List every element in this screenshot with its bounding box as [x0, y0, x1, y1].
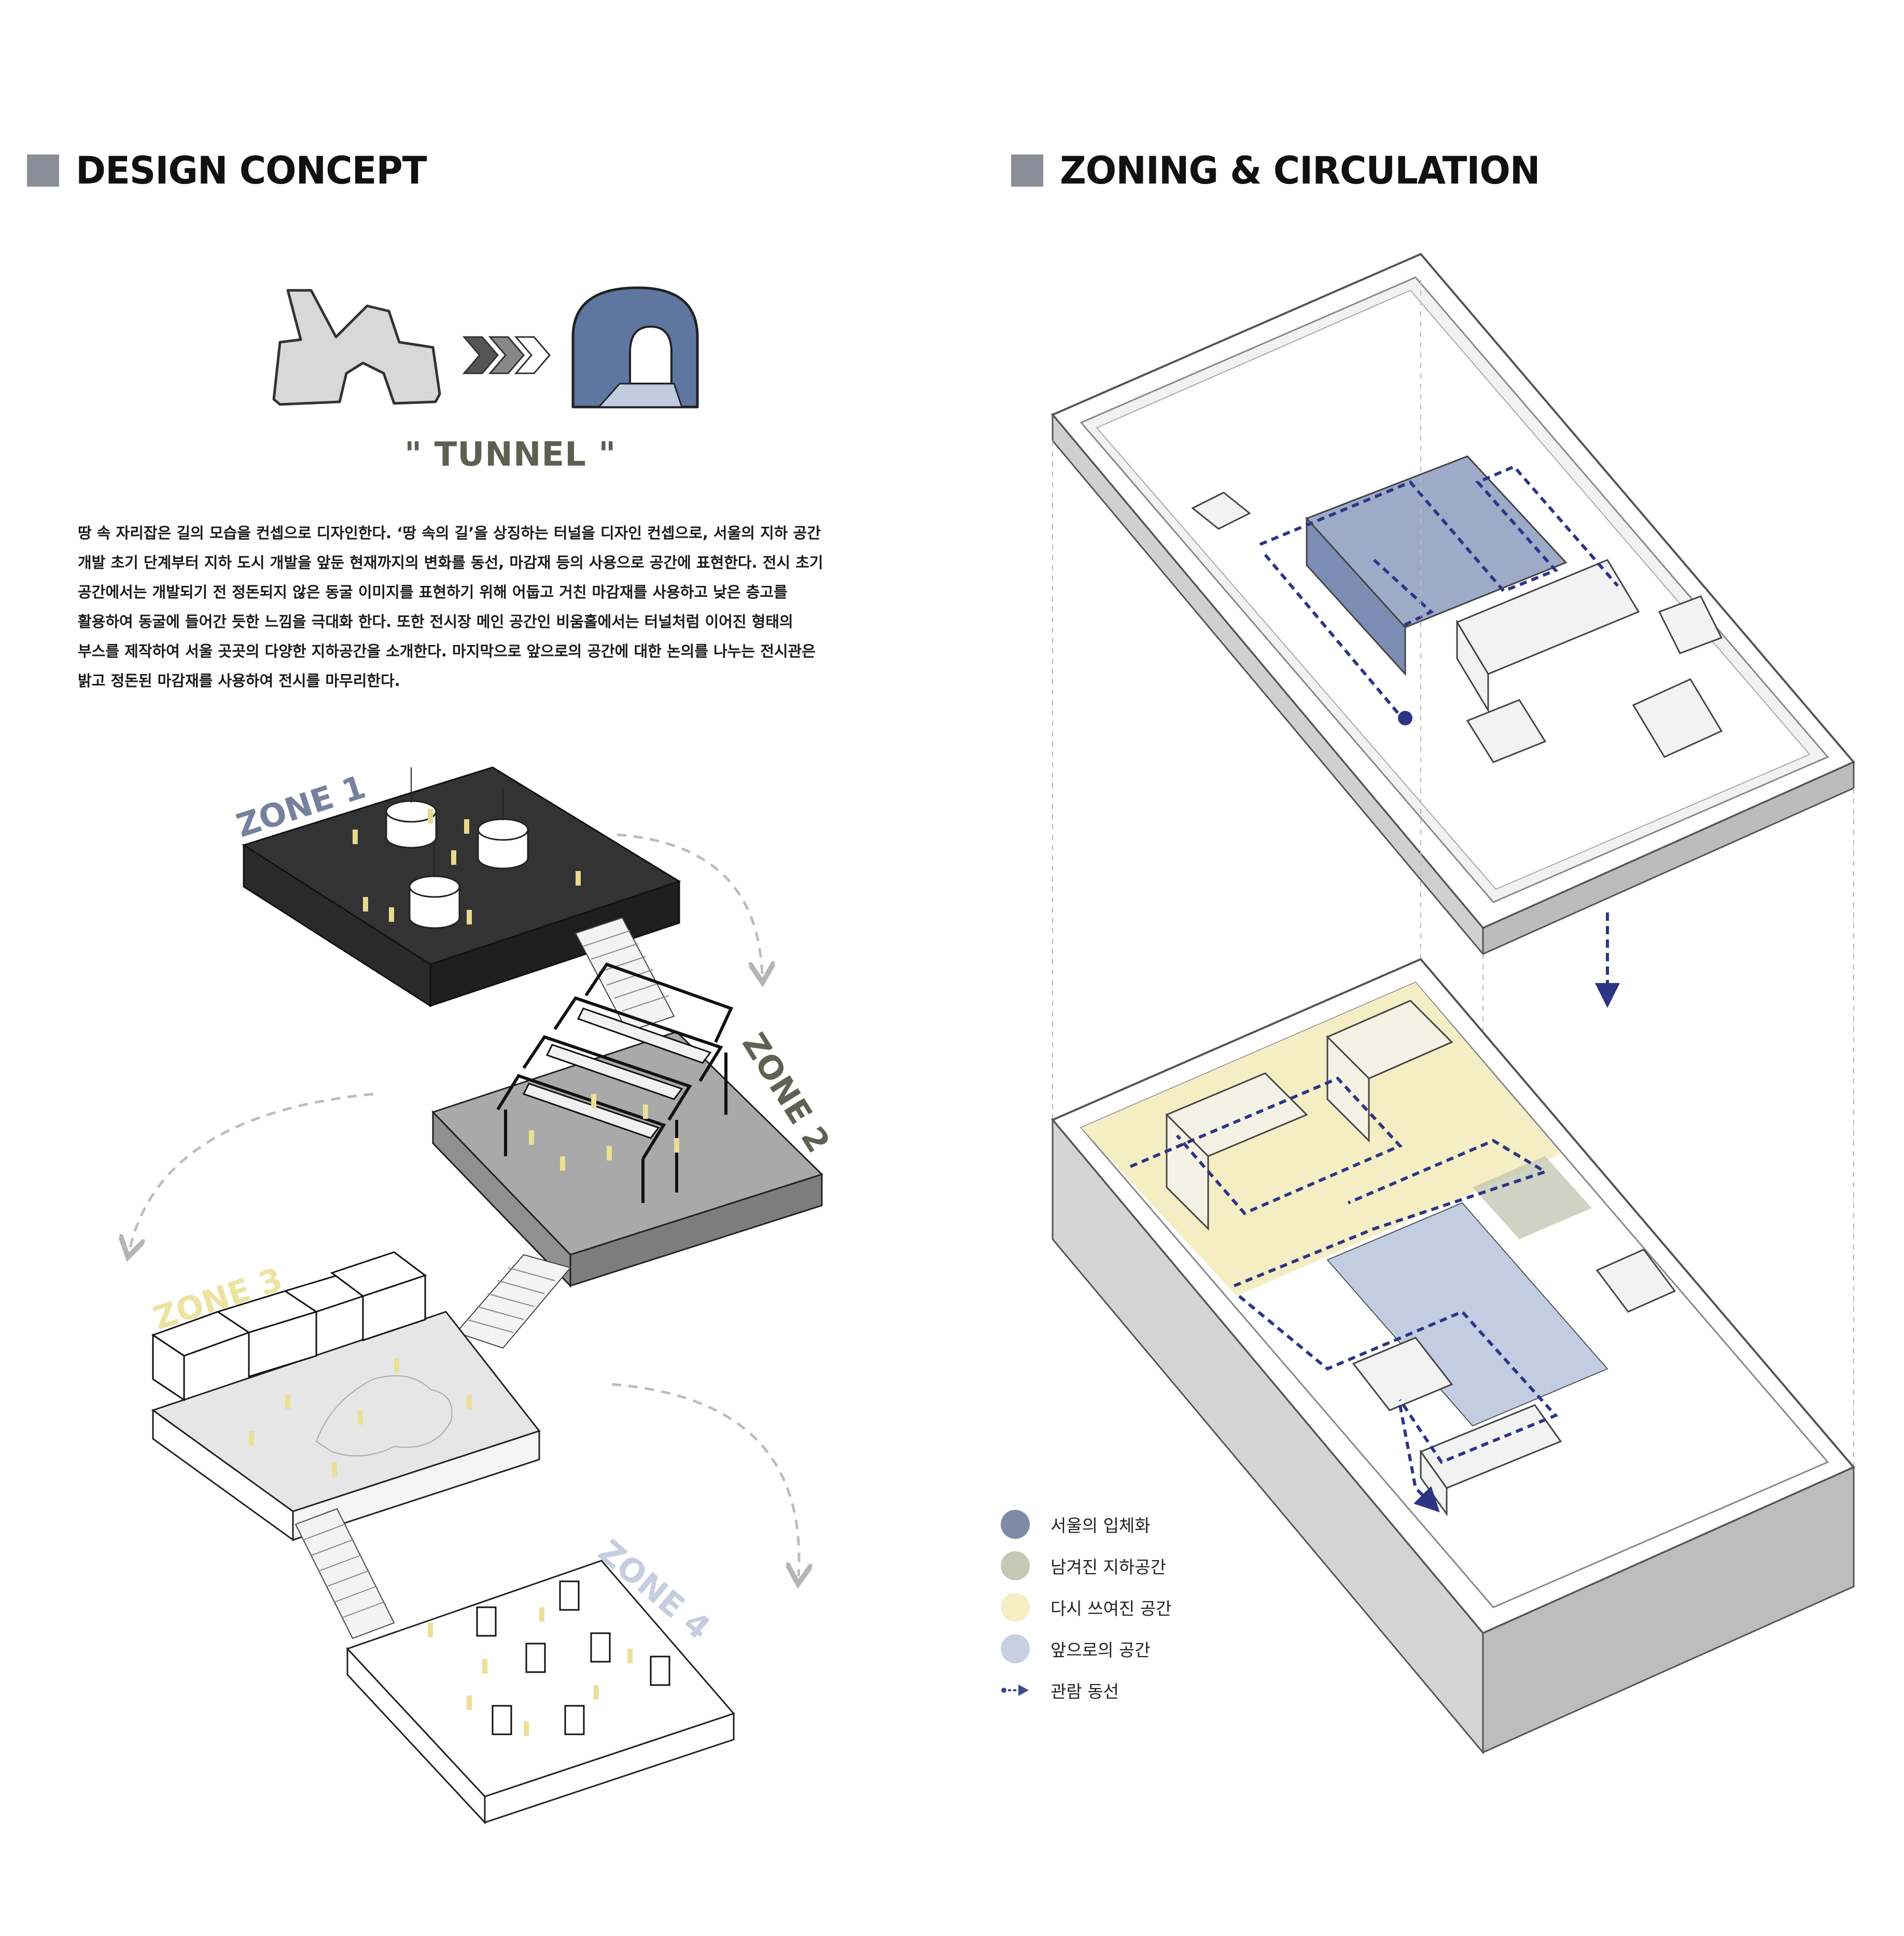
legend-swatch [1001, 1634, 1030, 1663]
legend-item: 다시 쓰여진 공간 [1001, 1587, 1172, 1628]
description-line: 밝고 정돈된 마감재를 사용하여 전시를 마무리한다. [78, 672, 400, 690]
circulation-arrow-icon [1001, 1685, 1029, 1696]
upper-floor-plan [1051, 252, 1856, 957]
legend-swatch [1001, 1551, 1030, 1580]
tunnel-icon [571, 286, 699, 409]
zoning-title: ZONING & CIRCULATION [1060, 148, 1540, 193]
zone2-platform [431, 962, 823, 1288]
cave-icon [272, 289, 441, 406]
description-line: 개발 초기 단계부터 지하 도시 개발을 앞둔 현재까지의 변화를 동선, 마감… [78, 554, 823, 571]
legend-label: 다시 쓰여진 공간 [1051, 1598, 1172, 1619]
stairs-zone3-4 [295, 1508, 395, 1639]
chevrons-arrow-icon [462, 336, 551, 374]
tunnel-label: " TUNNEL " [404, 436, 617, 474]
concept-description: 땅 속 자리잡은 길의 모습을 컨셉으로 디자인한다. ‘땅 속의 길’을 상징… [78, 518, 918, 696]
zone1-platform [242, 766, 681, 1007]
zone4-platform [346, 1560, 735, 1825]
legend-label: 남겨진 지하공간 [1051, 1557, 1167, 1577]
projection-lines [1052, 280, 1854, 1633]
lower-floor-plan [1051, 958, 1856, 1755]
legend-swatch [1001, 1593, 1030, 1622]
zone-flow-arrows [130, 833, 799, 1576]
legend-item: 앞으로의 공간 [1001, 1628, 1172, 1670]
legend-label: 관람 동선 [1051, 1681, 1119, 1702]
design-concept-header: DESIGN CONCEPT [27, 148, 427, 193]
zoning-header: ZONING & CIRCULATION [1011, 148, 1540, 193]
description-line: 공간에서는 개발되기 전 정돈되지 않은 동굴 이미지를 표현하기 위해 어둡고… [78, 583, 788, 601]
stairs-zone1-2 [575, 917, 675, 1033]
header-square-icon [1011, 155, 1043, 187]
legend-item: 관람 동선 [1001, 1670, 1172, 1711]
legend-label: 앞으로의 공간 [1051, 1640, 1151, 1660]
legend-label: 서울의 입체화 [1051, 1516, 1151, 1536]
legend-swatch [1001, 1510, 1030, 1539]
stairs-zone2-3 [455, 1254, 571, 1349]
description-line: 활용하여 동굴에 들어간 듯한 느낌을 극대화 한다. 또한 전시장 메인 공간… [78, 613, 793, 630]
zoning-legend: 서울의 입체화 남겨진 지하공간 다시 쓰여진 공간 앞으로의 공간 관람 동선 [1001, 1504, 1172, 1711]
description-line: 땅 속 자리잡은 길의 모습을 컨셉으로 디자인한다. ‘땅 속의 길’을 상징… [78, 524, 821, 542]
legend-item: 서울의 입체화 [1001, 1504, 1172, 1545]
zone3-platform [151, 1251, 541, 1541]
description-line: 부스를 제작하여 서울 곳곳의 다양한 지하공간을 소개한다. 마지막으로 앞으… [78, 642, 816, 660]
header-square-icon [27, 155, 59, 187]
legend-item: 남겨진 지하공간 [1001, 1545, 1172, 1587]
design-concept-title: DESIGN CONCEPT [76, 148, 427, 193]
